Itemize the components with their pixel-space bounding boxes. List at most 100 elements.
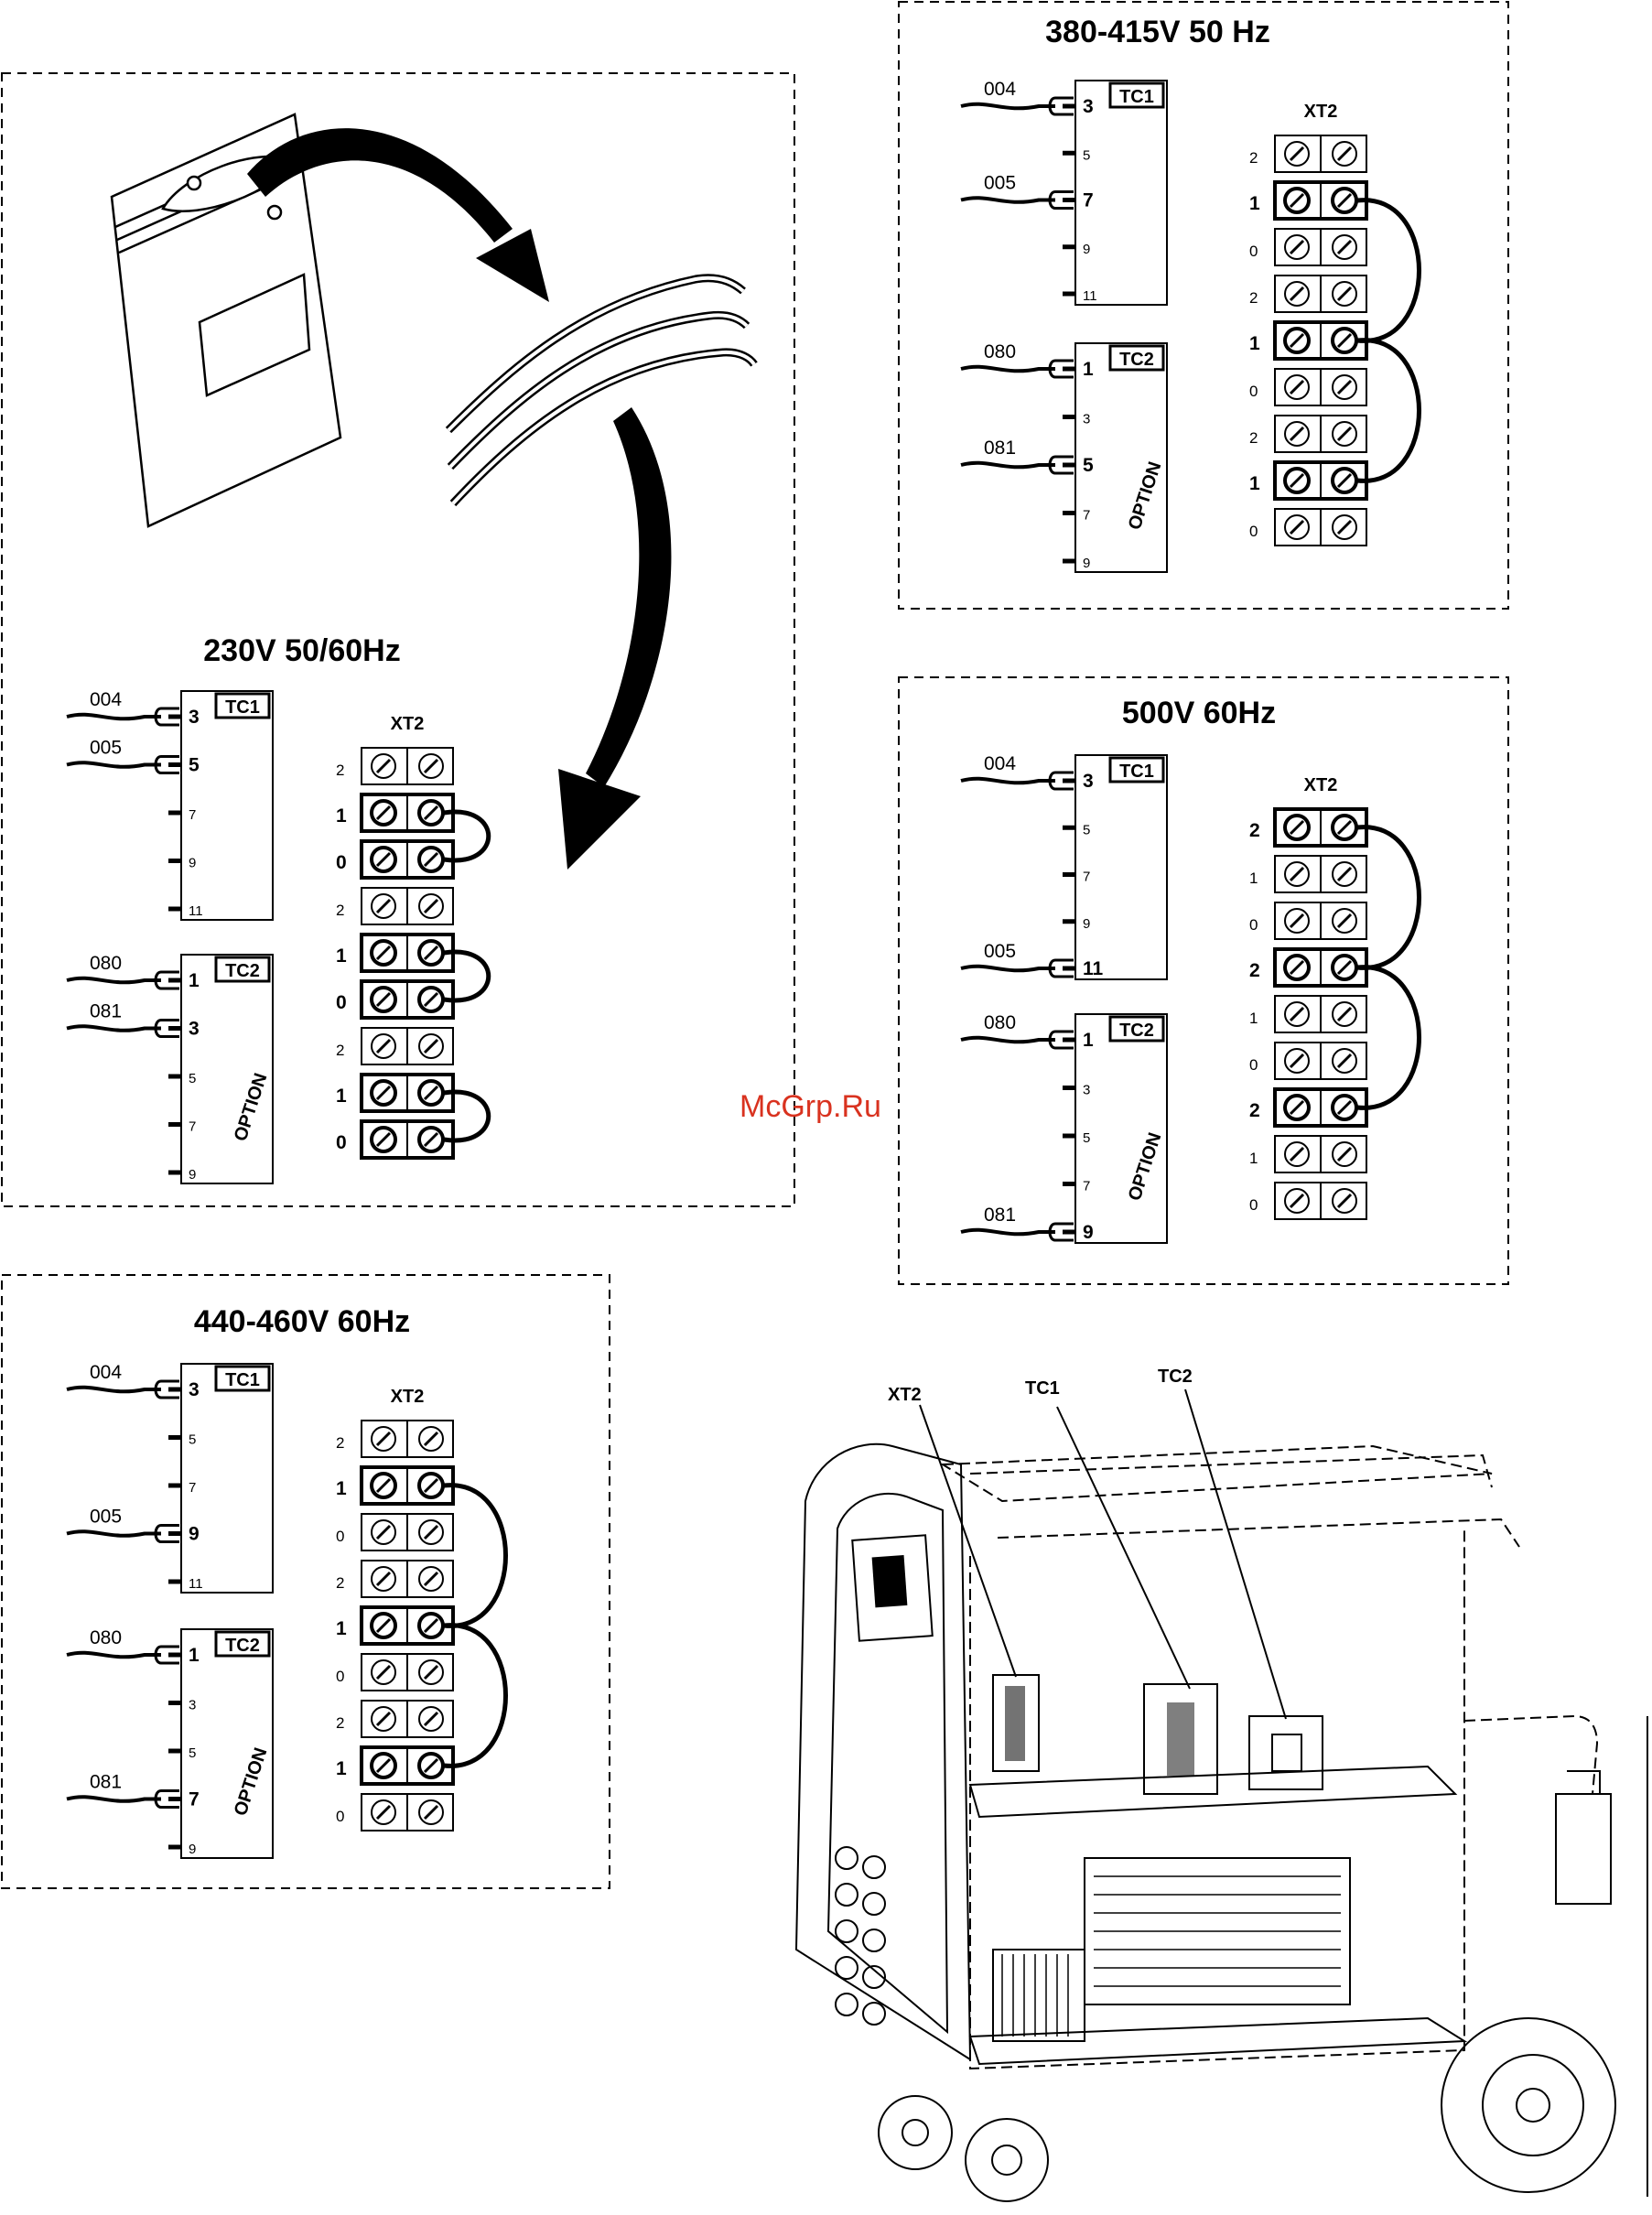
tc1-label-box [1108,756,1165,783]
tc2-label-box [214,956,271,983]
tc2-pin-label: 5 [189,1071,196,1086]
arrow-bag-to-wires [247,128,513,243]
xt2-screw-slot [1289,192,1305,209]
xt2-row-label: 1 [336,805,347,827]
wire-label: 004 [984,753,1016,774]
xt2-screw-slot [1336,959,1353,976]
wire-lug [1048,190,1074,210]
xt2-row-label: 1 [336,1758,347,1779]
xt2-screw-slot [1336,146,1353,162]
knob [835,1846,858,1870]
tc1-label: TC1 [225,1370,260,1390]
wire-lug [154,1524,179,1543]
wire-label: 005 [90,1507,122,1528]
loose-wire-3-core [451,350,756,505]
xt2-screw-slot [1336,866,1353,882]
tc1-pin-label: 7 [1083,190,1094,211]
xt2-screw-slot [423,1524,439,1540]
knob [862,1892,886,1916]
tc2-label-box [1108,344,1165,372]
machine-front-knobs [835,1846,886,2026]
xt2-row-label: 0 [336,1668,344,1685]
xt2-terminal-row: 2 [336,1560,454,1598]
xt2-row-label: 0 [1249,916,1258,934]
tc2-lead-wire: 081 [960,1205,1074,1242]
xt2-row-label: 0 [1249,1056,1258,1074]
tc2-lead-wire: 080 [960,1012,1074,1050]
xt2-terminal-row: 0 [336,1513,454,1551]
machine-front-inner [826,1492,949,2035]
xt2-screw-slot [1336,1146,1353,1162]
tc2-lead-wire: 081 [960,438,1074,475]
wire-label: 080 [984,341,1016,362]
xt2-terminal-row: 1 [1249,180,1368,221]
tc2-pin-label: 5 [189,1745,196,1761]
wire-lug [154,1789,179,1809]
xt2-terminal-row: 1 [1249,460,1368,501]
voltage-panel-0: 230V 50/60HzTC1357911004005TC21357908008… [66,633,491,1184]
xt2-screw-slot [423,758,439,774]
panel-title: 500V 60Hz [1122,696,1276,730]
tc1-pin-label: 7 [1083,870,1090,885]
bag-rivet-left [186,175,202,191]
machine-tc2-core [1271,1734,1302,1772]
tc2-pin-label: 1 [189,1645,200,1666]
xt2-jumper-wire [443,1089,491,1143]
wire-lug [154,1379,179,1399]
tc1-pin-label: 5 [189,755,200,776]
xt2-row-label: 0 [1249,383,1258,400]
tc1-pin-label: 5 [1083,147,1090,163]
xt2-screw-slot [375,805,392,821]
xt2-screw-slot [1289,959,1305,976]
panel-title: 440-460V 60Hz [194,1304,410,1339]
tc2-pin-label: 9 [1083,556,1090,571]
xt2-row-label: 2 [336,1714,344,1732]
xt2-screw-slot [375,945,392,961]
panel-frame-440v [1,1274,610,1889]
machine-front-wheel-2 [965,2118,1049,2202]
tc2-pin-label: 7 [1083,508,1090,524]
xt2-row-label: 0 [336,1132,347,1153]
xt2-screw-slot [1289,286,1305,302]
xt2-terminal-row: 0 [1249,228,1367,266]
xt2-row-label: 1 [336,1478,347,1499]
tc1-pin-label: 11 [189,1576,203,1592]
machine-front-wheel-1-hub [902,2119,929,2146]
xt2-label: XT2 [391,714,425,734]
xt2-terminal-row: 2 [336,887,454,925]
xt2-screw-slot [1336,519,1353,535]
xt2-label: XT2 [1304,775,1338,795]
xt2-screw-slot [1336,286,1353,302]
xt2-screw-slot [1289,1193,1305,1209]
tc2-label: TC2 [225,1636,260,1656]
xt2-jumper-wire [443,1483,508,1628]
xt2-row-label: 2 [1249,149,1258,167]
tc1-lead-wire: 005 [960,941,1074,978]
wire-lead [66,1024,161,1032]
xt2-jumper-wire [1356,965,1421,1110]
tc2-body [180,954,274,1184]
tc1-pin-label: 5 [1083,822,1090,837]
xt2-terminal-row: 0 [336,839,455,880]
knob [835,1956,858,1980]
machine-front-wheel-2-hub [991,2145,1022,2176]
xt2-screw-slot [423,851,439,868]
xt2-row-label: 0 [1249,243,1258,260]
xt2-row-label: 2 [1249,429,1258,447]
tc1-body [180,690,274,921]
tc2-lead-wire: 081 [66,1772,179,1809]
xt2-row-label: 2 [1249,960,1260,981]
xt2-screw-slot [1289,866,1305,882]
tc2-pin-label: 1 [189,970,200,991]
tc1-body [1074,80,1168,306]
tc2-label: TC2 [225,961,260,981]
panel-title: 380-415V 50 Hz [1045,15,1270,49]
machine-top-cover [939,1444,1493,1503]
wire-label: 080 [984,1012,1016,1033]
xt2-screw-slot [1336,1006,1353,1022]
